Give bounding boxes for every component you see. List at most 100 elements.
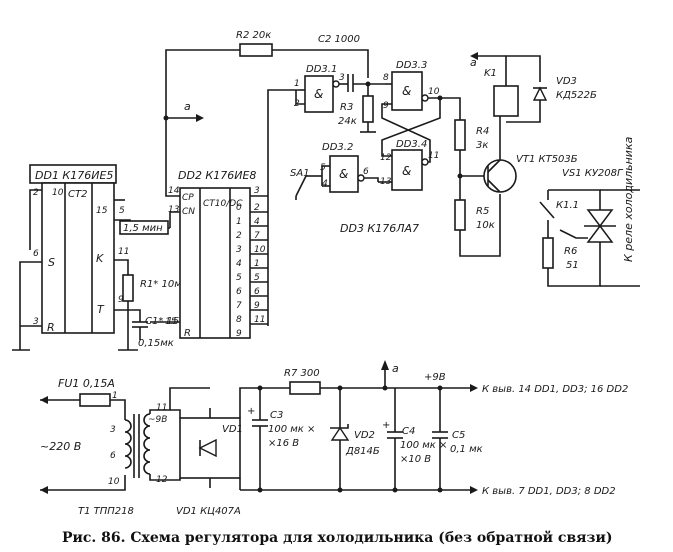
vd1-part-label: VD1 КЦ407А: [176, 506, 241, 517]
dd33-pin10: 10: [428, 87, 440, 97]
dd31-amp: &: [314, 87, 323, 101]
t1-pin11: 11: [156, 403, 167, 413]
c4-label: C4: [402, 426, 415, 437]
dd32-gate: [329, 155, 359, 193]
t1-transformer: [124, 413, 151, 478]
c2-label: C2 1000: [318, 34, 360, 45]
r1-resistor: [122, 274, 134, 302]
dd2-pin2: 2: [254, 203, 260, 213]
dd1-pin2: 2: [33, 188, 39, 198]
period-label: 1,5 мин: [123, 223, 163, 234]
top-output-label: К выв. 14 DD1, DD3; 16 DD2: [482, 384, 628, 395]
c3-label: C3: [270, 410, 283, 421]
dd1-ct2-label: CT2: [68, 189, 87, 200]
c5-label: C5: [452, 430, 465, 441]
dd2-out4: 4: [236, 259, 242, 269]
c4-plus: +: [382, 420, 390, 431]
dd2-out3: 3: [236, 245, 242, 255]
load-label: К реле холодильника: [622, 136, 635, 262]
mains-label: ~220 В: [40, 440, 81, 453]
dd2-out9: 9: [236, 329, 242, 339]
dd1-pin15: 15: [96, 206, 108, 216]
dd2-out5: 5: [236, 273, 242, 283]
c4-voltage: ×10 В: [400, 454, 431, 465]
dd34-gate: [391, 149, 423, 191]
dd31-pin1: 1: [294, 79, 300, 89]
r3-resistor: [362, 95, 374, 123]
dd1-pin-k-label: K: [96, 252, 104, 265]
r2-resistor: [239, 43, 273, 57]
bus-a-label: a: [184, 100, 191, 113]
c3-plus: +: [247, 406, 255, 417]
dd34-pin11: 11: [428, 151, 439, 161]
r6-value: 51: [566, 260, 579, 271]
t1-voltage: ~9В: [148, 415, 167, 425]
vd1-label: VD1: [222, 424, 243, 435]
r3-label: R3: [340, 102, 353, 113]
dd1-pin11: 11: [118, 247, 129, 257]
period-box: [119, 220, 169, 235]
power-bus-a-label: a: [392, 362, 399, 375]
r5-resistor: [454, 199, 466, 231]
dd2-out1: 1: [236, 217, 242, 227]
c1-value: 0,15мк: [138, 338, 174, 349]
dd2-cn-label: CN: [182, 207, 195, 217]
sa1-label: SA1: [290, 168, 310, 179]
dd2-label: DD2 К176ИЕ8: [178, 169, 256, 182]
dd34-label: DD3.4: [396, 139, 427, 150]
vt1-label: VT1 КТ503Б: [516, 154, 578, 165]
vd2-zener: [330, 426, 350, 441]
vs1-triac: [586, 209, 614, 228]
dd2-pin1: 1: [254, 259, 260, 269]
r3-value: 24к: [338, 116, 357, 127]
vd3-value: КД522Б: [556, 90, 597, 101]
dd31-label: DD3.1: [306, 64, 337, 75]
dd1-pin10: 10: [52, 188, 64, 198]
dd33-label: DD3.3: [396, 60, 427, 71]
dd1-pin-t-label: T: [97, 303, 105, 316]
dd33-gate: [391, 71, 423, 111]
fu1-fuse: [79, 393, 111, 407]
dd33-amp: &: [402, 84, 411, 98]
c3-voltage: ×16 В: [268, 438, 299, 449]
dd2-pin11: 11: [254, 315, 265, 325]
dd33-pin9: 9: [383, 101, 389, 111]
r4-resistor: [454, 119, 466, 151]
dd2-r-label: R: [184, 328, 191, 339]
dd2-out7: 7: [236, 301, 242, 311]
dd3-label: DD3 К176ЛА7: [340, 222, 419, 235]
dd2-chip: [179, 187, 251, 339]
dd2-pin3: 3: [254, 186, 260, 196]
dd1-pin6: 6: [33, 249, 39, 259]
r5-value: 10к: [476, 220, 495, 231]
dd34-pin12: 12: [380, 153, 392, 163]
dd1-pin5: 5: [119, 206, 125, 216]
figure-caption: Рис. 86. Схема регулятора для холодильни…: [62, 529, 612, 546]
dd2-out0: 0: [236, 203, 242, 213]
t1-pin1: 1: [112, 391, 118, 401]
vs1-label: VS1 КУ208Г: [562, 168, 624, 179]
dd2-out2: 2: [236, 231, 242, 241]
bottom-output-label: К выв. 7 DD1, DD3; 8 DD2: [482, 486, 616, 497]
dd1-label: DD1 К176ИЕ5: [35, 169, 113, 182]
vd1-bridge: [179, 408, 241, 488]
dd2-pin13: 13: [168, 205, 180, 215]
dd1-pin-s-label: S: [48, 256, 55, 269]
fu1-label: FU1 0,15А: [58, 377, 115, 390]
k1-bus-a-label: a: [470, 56, 477, 69]
dd1-pin9: 9: [118, 295, 124, 305]
dd1-chip: [41, 182, 115, 334]
t1-pin10: 10: [108, 477, 120, 487]
r6-resistor: [542, 237, 554, 269]
dd34-amp: &: [402, 164, 411, 178]
dd2-pin10: 10: [254, 245, 266, 255]
r4-label: R4: [476, 126, 489, 137]
vd2-label: VD2: [354, 430, 375, 441]
dd32-pin5: 5: [320, 163, 326, 173]
r5-label: R5: [476, 206, 489, 217]
dd2-out6: 6: [236, 287, 242, 297]
dd32-pin6: 6: [363, 167, 369, 177]
c3-capacitance: 100 мк ×: [268, 424, 315, 435]
r6-label: R6: [564, 246, 577, 257]
r7-label: R7 300: [284, 368, 320, 379]
